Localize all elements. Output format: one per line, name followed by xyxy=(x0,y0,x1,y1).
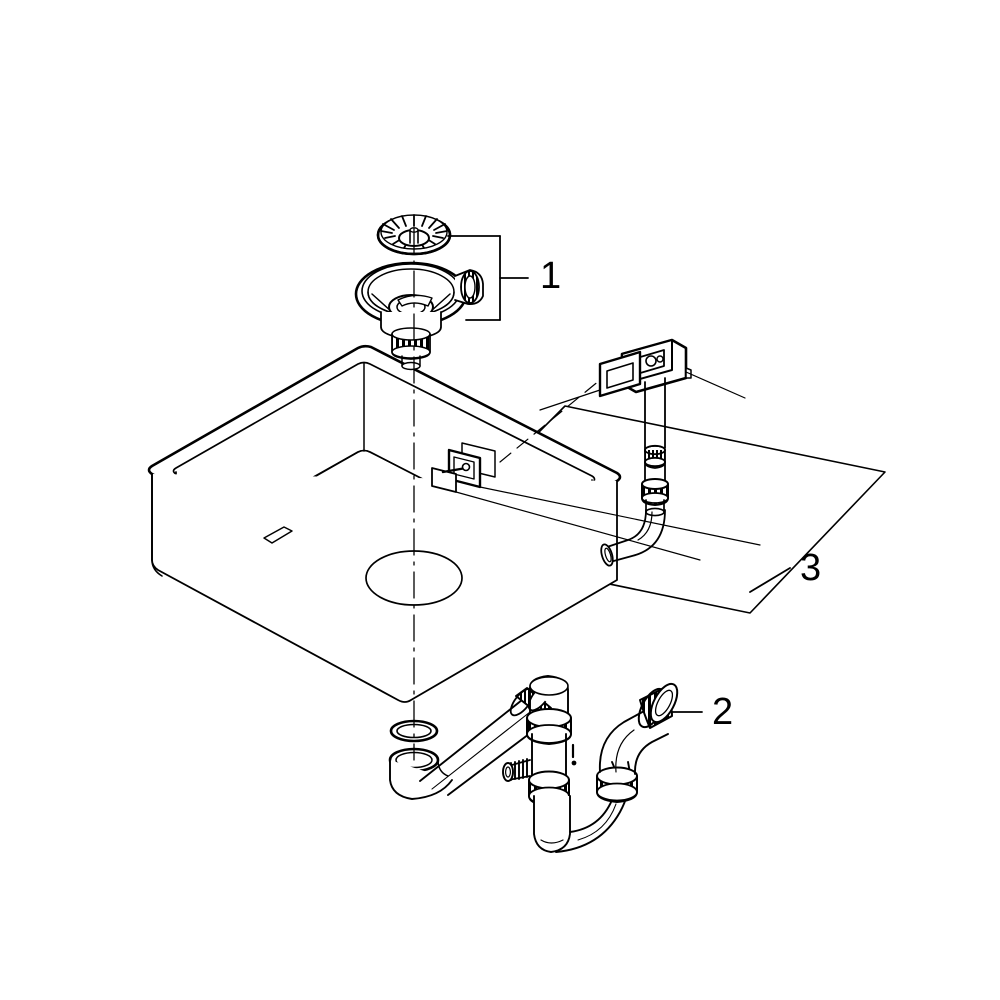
callout-label-1: 1 xyxy=(540,255,561,297)
assembly-guide-lines xyxy=(455,371,761,561)
strainer-basket-lid xyxy=(376,214,452,256)
trap-body xyxy=(526,675,577,853)
trap-inlet-cup xyxy=(388,747,453,800)
sink-basin xyxy=(147,344,622,703)
overflow-standpipe xyxy=(641,377,669,517)
trap-outlet-elbow xyxy=(555,682,679,853)
trap-seal-ring xyxy=(389,719,439,743)
dishwasher-hose-spigot xyxy=(502,758,531,782)
callout-1-leader xyxy=(447,235,529,321)
drain-body xyxy=(354,261,484,371)
callout-label-3: 3 xyxy=(800,547,821,589)
overflow-gasket-frame xyxy=(598,350,642,398)
callout-label-2: 2 xyxy=(712,691,733,733)
callout-3-leader xyxy=(749,567,791,593)
